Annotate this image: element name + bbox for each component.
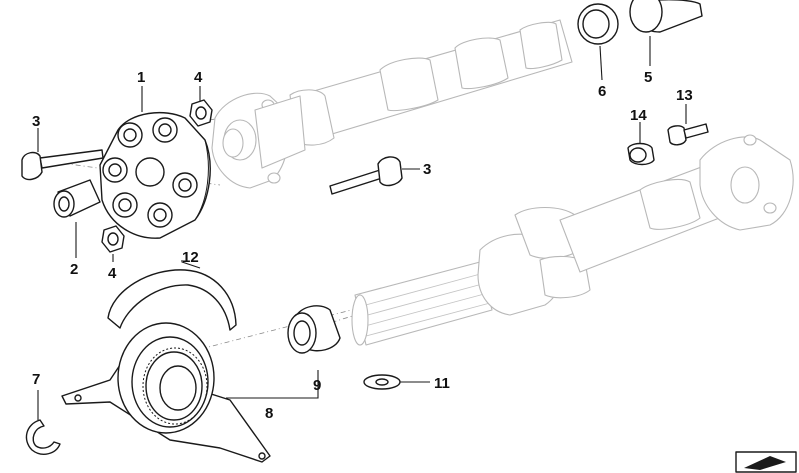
nut-upper bbox=[189, 99, 213, 127]
ring-part-6 bbox=[577, 3, 619, 45]
center-bearing-support bbox=[61, 322, 271, 463]
nut-14 bbox=[627, 142, 655, 166]
callout-4-upper: 4 bbox=[194, 69, 203, 86]
lower-driveshaft-ghost bbox=[351, 134, 794, 346]
sleeve-part bbox=[53, 179, 101, 218]
bolt-13 bbox=[667, 123, 709, 146]
callout-3-right: 3 bbox=[423, 161, 431, 178]
callout-3-left: 3 bbox=[32, 113, 40, 130]
bolt-left bbox=[21, 149, 104, 181]
callout-labels: 1 2 3 3 4 4 5 6 7 8 9 11 12 13 14 bbox=[32, 69, 693, 422]
upper-driveshaft-ghost bbox=[211, 19, 573, 189]
nut-lower bbox=[101, 225, 125, 253]
callout-4-lower: 4 bbox=[108, 265, 117, 282]
callout-13: 13 bbox=[676, 87, 693, 104]
direction-arrow-icon bbox=[735, 451, 797, 473]
bearing-cover bbox=[107, 269, 237, 331]
callout-12: 12 bbox=[182, 249, 199, 266]
callout-2: 2 bbox=[70, 261, 78, 278]
callout-6: 6 bbox=[598, 83, 606, 100]
callout-11: 11 bbox=[434, 375, 450, 392]
callout-1: 1 bbox=[137, 69, 145, 86]
bearing-9 bbox=[287, 305, 341, 354]
washer-11 bbox=[363, 374, 401, 390]
callout-14: 14 bbox=[630, 107, 647, 124]
callout-5: 5 bbox=[644, 69, 652, 86]
boot-part-5 bbox=[629, 0, 703, 33]
callout-9: 9 bbox=[313, 377, 321, 394]
callout-8: 8 bbox=[265, 405, 273, 422]
flex-disc bbox=[99, 111, 211, 239]
callout-7: 7 bbox=[32, 371, 40, 388]
bolt-right bbox=[329, 156, 403, 195]
circlip-7 bbox=[25, 419, 61, 455]
leader-lines bbox=[37, 36, 687, 420]
